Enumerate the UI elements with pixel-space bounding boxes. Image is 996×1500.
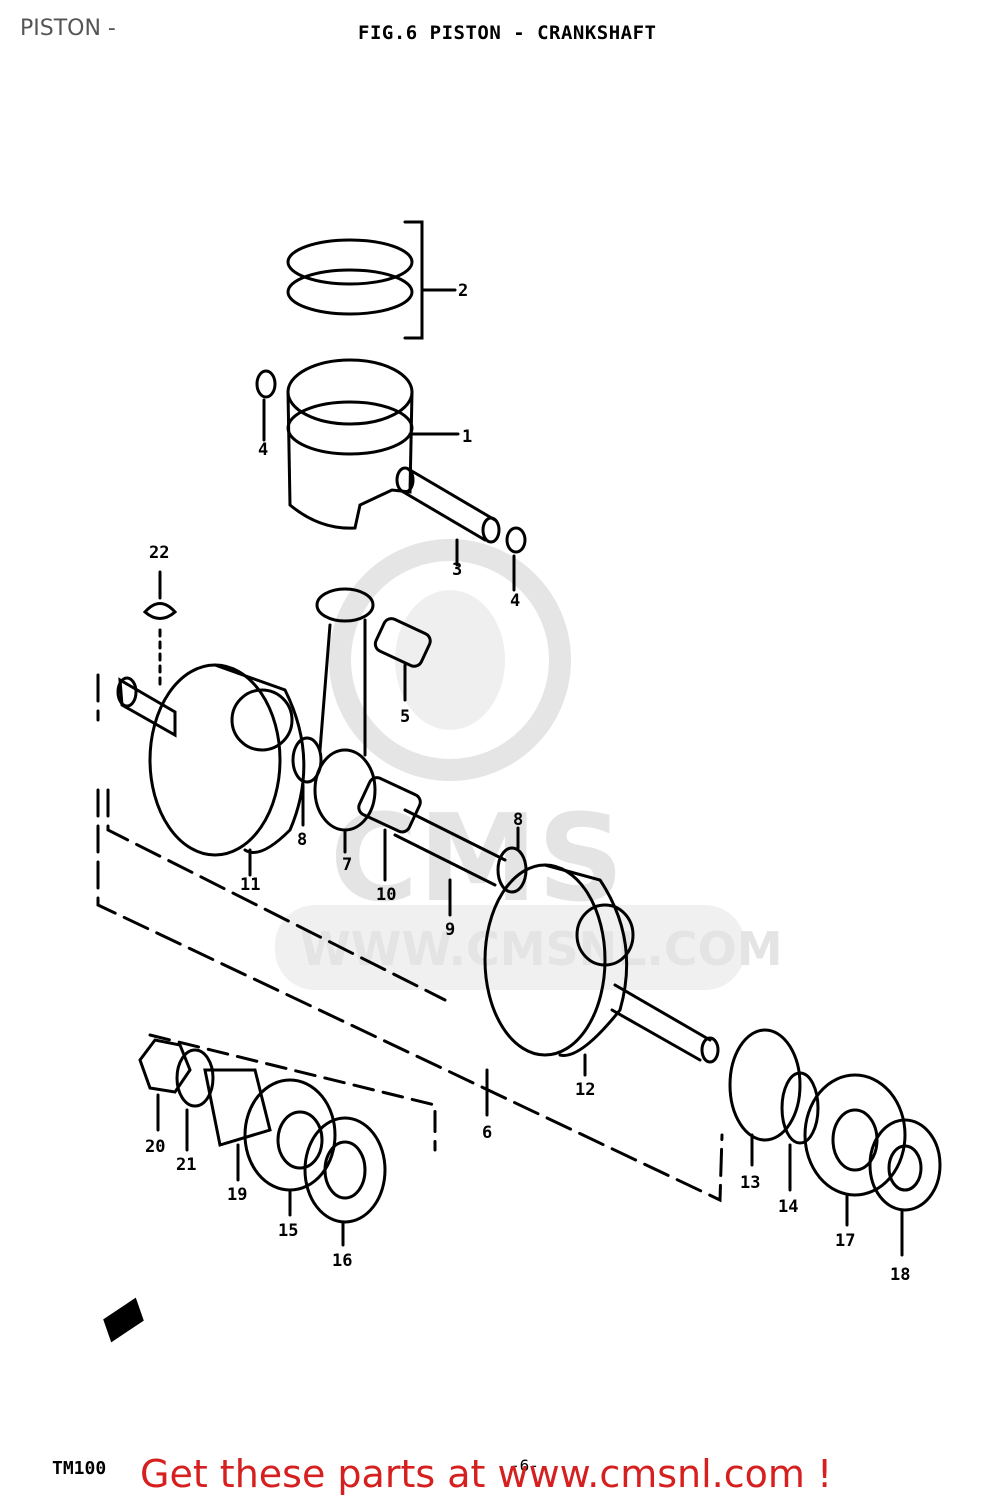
- thrust-washer-left: [291, 736, 323, 784]
- oil-seal-left: [303, 1116, 387, 1224]
- circlip-right: [505, 526, 527, 554]
- callout-labels: 1 2 3 4 4 5 6 7 8 8 9 10 11 12 13 14 15 …: [145, 281, 910, 1285]
- piston: [286, 358, 460, 530]
- shim: [728, 1028, 802, 1142]
- cms-watermark: CMS WWW.CMSNL.COM: [275, 539, 783, 990]
- callout-13: 13: [740, 1173, 760, 1193]
- connecting-rod: [313, 587, 377, 854]
- front-direction-arrow: [103, 1297, 144, 1343]
- figure-title: FIG.6 PISTON - CRANKSHAFT: [358, 22, 657, 44]
- callout-6: 6: [482, 1123, 492, 1143]
- callout-10: 10: [376, 885, 396, 905]
- crankshaft-right-half: [483, 863, 720, 1077]
- callout-18: 18: [890, 1265, 910, 1285]
- page-label: PISTON -: [20, 16, 116, 41]
- callout-3: 3: [452, 560, 462, 580]
- callout-5: 5: [400, 707, 410, 727]
- callout-12: 12: [575, 1080, 595, 1100]
- small-end-bearing: [373, 617, 432, 668]
- crank-nut: [138, 1038, 192, 1094]
- crank-pin: [393, 808, 507, 887]
- callout-9: 9: [445, 920, 455, 940]
- callout-4-left: 4: [258, 440, 268, 460]
- callout-16: 16: [332, 1251, 352, 1271]
- crankshaft-left-half: [116, 663, 306, 877]
- callout-8-left: 8: [297, 830, 307, 850]
- callout-11: 11: [240, 875, 260, 895]
- callout-19: 19: [227, 1185, 247, 1205]
- bearing-right: [803, 1073, 907, 1197]
- callout-8-right: 8: [513, 810, 523, 830]
- page-number: -6-: [510, 1456, 539, 1475]
- oil-seal-right: [868, 1118, 942, 1212]
- callout-17: 17: [835, 1231, 855, 1251]
- callout-1: 1: [462, 427, 472, 447]
- callout-21: 21: [176, 1155, 196, 1175]
- assembly-bracket: [96, 673, 724, 1203]
- piston-pin: [395, 466, 501, 567]
- model-label: TM100: [52, 1458, 107, 1479]
- callout-4-right: 4: [510, 591, 520, 611]
- woodruff-key: [142, 602, 178, 620]
- lock-washer: [175, 1048, 215, 1108]
- circlip-left: [255, 369, 277, 399]
- piston-rings: [286, 220, 457, 340]
- primary-drive-gear: [203, 1068, 272, 1147]
- promo-link-text[interactable]: Get these parts at www.cmsnl.com !: [140, 1452, 833, 1496]
- callout-7: 7: [342, 855, 352, 875]
- callout-22: 22: [149, 543, 169, 563]
- callout-15: 15: [278, 1221, 298, 1241]
- callout-2: 2: [458, 281, 468, 301]
- callout-20: 20: [145, 1137, 165, 1157]
- callout-14: 14: [778, 1197, 798, 1217]
- washer-right: [780, 1071, 820, 1145]
- watermark-url-text: WWW.CMSNL.COM: [300, 922, 783, 976]
